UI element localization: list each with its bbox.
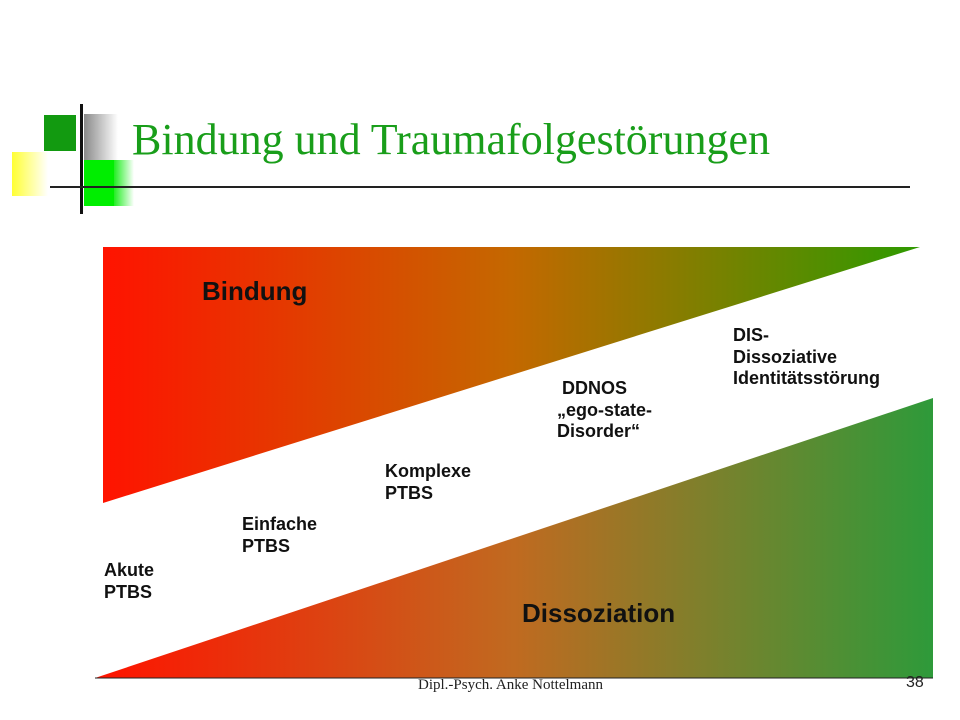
dissoziation-wedge <box>95 398 933 678</box>
page-number: 38 <box>906 674 924 691</box>
footer-author: Dipl.-Psych. Anke Nottelmann <box>418 677 603 693</box>
stage-einfache-ptbs: Einfache PTBS <box>242 514 318 556</box>
stage-komplexe-ptbs: Komplexe PTBS <box>385 461 472 503</box>
slide-title: Bindung und Traumafolgestörungen <box>132 115 770 164</box>
stage-dis: DIS- Dissoziative Identitätsstörung <box>733 325 880 389</box>
stage-ddnos: DDNOS „ego-state- Disorder“ <box>557 378 653 442</box>
dissoziation-label: Dissoziation <box>522 598 676 628</box>
bindung-wedge <box>103 247 920 503</box>
stage-akute-ptbs: Akute PTBS <box>104 560 155 602</box>
bindung-label: Bindung <box>202 276 308 306</box>
title-vertical-rule <box>80 104 83 214</box>
title-underline <box>50 186 910 188</box>
